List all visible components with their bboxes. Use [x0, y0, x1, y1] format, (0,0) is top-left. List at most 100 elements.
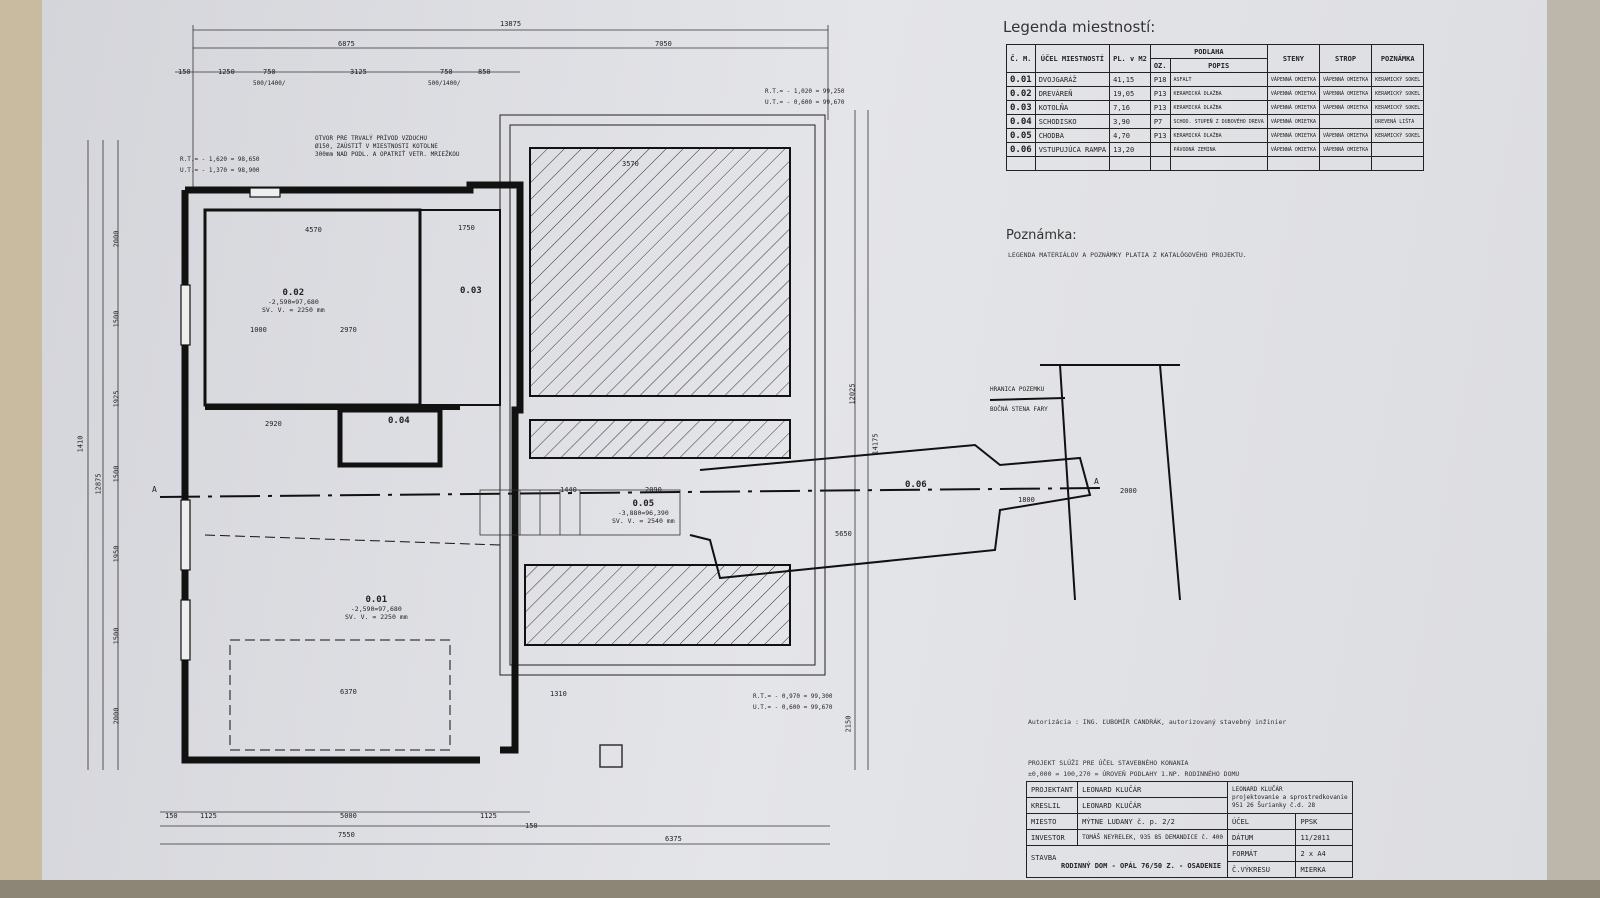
dim-label: 1410 — [76, 435, 85, 453]
legend-cell-no: 0.05 — [1006, 128, 1036, 143]
company-desc: projektovanie a sprostredkovanie — [1232, 793, 1348, 801]
header-floor: PODLAHA — [1149, 44, 1268, 59]
legend-cell-ceiling: VÁPENNÁ OMIETKA — [1318, 72, 1373, 87]
tb-label: MIESTO — [1025, 813, 1079, 830]
legend-cell-code — [1149, 142, 1171, 157]
level-label: U.T.= - 0,600 = 99,670 — [753, 704, 833, 711]
legend-cell-area: 13,20 — [1109, 142, 1151, 157]
legend-cell-ceiling: VÁPENNÁ OMIETKA — [1318, 142, 1373, 157]
dim-label: 2000 — [1120, 487, 1137, 495]
dim-label: 850 — [478, 68, 491, 76]
tb-label: KRESLIL — [1025, 797, 1079, 814]
legend-cell-empty — [1266, 156, 1320, 171]
legend-cell-desc: KERAMICKÁ DLAŽBA — [1169, 100, 1268, 115]
header-floor-code: OZ. — [1149, 58, 1171, 73]
legend-cell-walls: VÁPENNÁ OMIETKA — [1266, 142, 1320, 157]
tb-value: MÝTNE LUDANY č. p. 2/2 — [1077, 813, 1229, 830]
note-title: Poznámka: — [1006, 228, 1077, 243]
project-notes: PROJEKT SLÚŽI PRE ÚČEL STAVEBNÉHO KONANI… — [1028, 758, 1239, 780]
vent-note-line: OTVOR PRE TRVALÝ PRÍVOD VZDUCHU — [315, 135, 427, 142]
dim-label: 150 — [165, 812, 178, 820]
dim-label: 1310 — [550, 690, 567, 698]
tb-value: 2 x A4 — [1295, 845, 1353, 862]
dim-label: 1125 — [200, 812, 217, 820]
legend-cell-no: 0.06 — [1006, 142, 1036, 157]
dim-label: 750 — [263, 68, 276, 76]
dim-label: 6370 — [340, 688, 357, 696]
section-mark-left: A — [152, 485, 157, 494]
room-height: SV. V. = 2540 mm — [612, 517, 675, 525]
legend-cell-ceiling: VÁPENNÁ OMIETKA — [1318, 86, 1373, 101]
authorization-text: Autorizácia : ING. ĽUBOMÍR CANDRÁK, auto… — [1028, 718, 1287, 726]
level-label: R.T.= - 0,970 = 99,300 — [753, 693, 833, 700]
ramp — [689, 364, 1181, 601]
room-id: 0.05 — [632, 499, 655, 509]
header-area: PL. v M2 — [1109, 44, 1151, 73]
stairs — [479, 489, 681, 768]
dim-label: 1000 — [250, 326, 267, 334]
tb-value: RODINNÝ DOM - OPÁL 76/50 Z. - OSADENIE — [1061, 861, 1222, 870]
note-text: LEGENDA MATERIÁLOV A POZNÁMKY PLATIA Z K… — [1008, 251, 1247, 259]
dim-label: 500/1400/ — [428, 80, 461, 87]
dim-label: 750 — [440, 68, 453, 76]
legend-cell-walls: VÁPENNÁ OMIETKA — [1266, 100, 1320, 115]
project-note: ±0,000 = 100,270 = ÚROVEŇ PODLAHY 1.NP. … — [1028, 770, 1240, 778]
legend-cell-empty — [1149, 156, 1171, 171]
legend-cell-purpose: SCHODISKO — [1034, 114, 1111, 129]
level-label: R.T.= - 1,020 = 99,250 — [765, 88, 845, 95]
tb-value: MIERKA — [1295, 861, 1353, 878]
dim-label: 1500 — [112, 310, 121, 328]
dim-label: 1125 — [480, 812, 497, 820]
room-0-03: 0.03 — [460, 286, 482, 296]
legend-cell-purpose: VSTUPUJÚCA RAMPA — [1034, 142, 1111, 157]
room-id: 0.06 — [905, 480, 927, 490]
tb-value: LEONARD KLUČÁR — [1077, 781, 1229, 798]
legend-cell-note: KERAMICKÝ SOKEL — [1371, 100, 1425, 115]
legend-cell-area: 41,15 — [1109, 72, 1151, 87]
room-0-06: 0.06 — [905, 480, 927, 490]
dim-label: 4570 — [305, 226, 322, 234]
building-walls — [181, 181, 524, 764]
dim-label: 14175 — [871, 433, 880, 455]
room-id: 0.01 — [365, 595, 388, 605]
company-name: LEONARD KLUČÁR — [1232, 785, 1283, 793]
legend-cell-note: KERAMICKÝ SOKEL — [1371, 72, 1425, 87]
legend-cell-code: P7 — [1149, 114, 1171, 129]
legend-cell-walls: VÁPENNÁ OMIETKA — [1266, 86, 1320, 101]
tb-value: 11/2011 — [1295, 829, 1353, 846]
vent-note-line: 300mm NAD PODL. A OPATRIŤ VETR. MRIEŽKOU — [315, 151, 460, 158]
legend-cell-empty — [1318, 156, 1373, 171]
dim-label: 5650 — [835, 530, 852, 538]
tb-value: LEONARD KLUČÁR — [1077, 797, 1229, 814]
dim-label: 1440 — [560, 486, 577, 494]
header-floor-desc: POPIS — [1169, 58, 1268, 73]
section-mark-right: A — [1094, 477, 1099, 486]
hatched-areas — [524, 147, 791, 646]
room-level: -2,590=97,680 — [267, 298, 319, 306]
legend-cell-note: DREVENÁ LIŠTA — [1371, 114, 1425, 129]
legend-cell-area: 4,70 — [1109, 128, 1151, 143]
dim-label: 3125 — [350, 68, 367, 76]
dim-label: 2000 — [112, 707, 121, 725]
dim-label: 6375 — [665, 835, 682, 843]
legend-cell-no: 0.02 — [1006, 86, 1036, 101]
legend-cell-empty — [1034, 156, 1111, 171]
legend-row-empty — [1006, 156, 1425, 171]
project-note: PROJEKT SLÚŽI PRE ÚČEL STAVEBNÉHO KONANI… — [1028, 759, 1189, 767]
room-height: SV. V. = 2250 mm — [345, 613, 408, 621]
header-purpose: ÚČEL MIESTNOSTÍ — [1034, 44, 1111, 73]
tb-value: TOMÁŠ NEYRELEK, 935 85 DEMANDICE č. 400 — [1077, 829, 1229, 846]
legend-cell-empty — [1006, 156, 1036, 171]
legend-cell-walls: VÁPENNÁ OMIETKA — [1266, 128, 1320, 143]
window-marks — [180, 187, 281, 661]
